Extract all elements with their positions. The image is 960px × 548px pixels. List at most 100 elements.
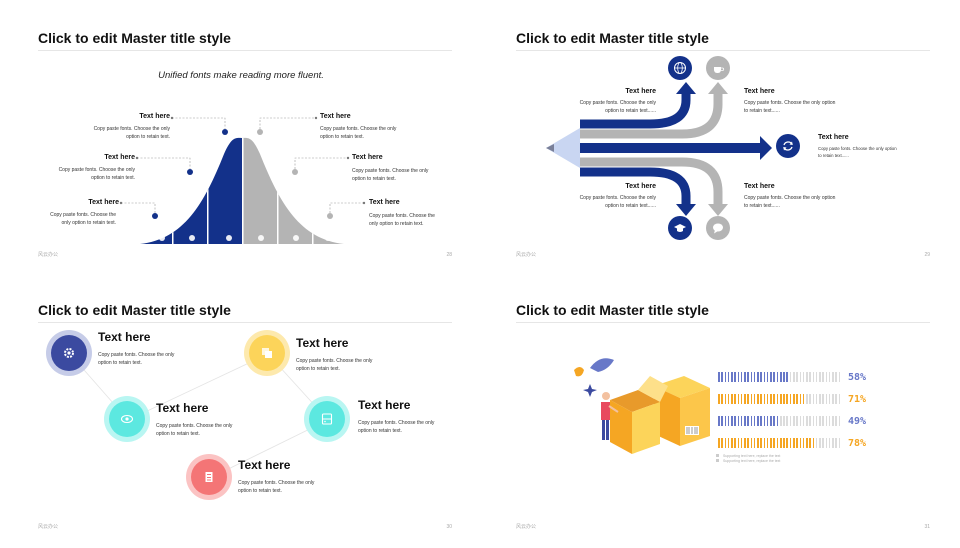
legend: Supporting text here, replace the text S…: [716, 454, 780, 464]
bar-stripe: [832, 416, 834, 426]
progress-bar: [718, 372, 842, 382]
node-1: [46, 330, 92, 376]
slide-title: Click to edit Master title style: [38, 30, 231, 46]
bar-stripe: [773, 394, 775, 404]
bar-stripe: [815, 372, 818, 382]
bar-stripe: [750, 438, 753, 448]
bar-stripe: [806, 416, 808, 426]
database-icon: [191, 459, 227, 495]
slide-subtitle: Unified fonts make reading more fluent.: [158, 70, 324, 81]
footer-brand: 风云办公: [38, 252, 59, 258]
bar-stripe: [763, 394, 766, 404]
page-number: 29: [924, 252, 930, 258]
bar-stripe: [779, 372, 782, 382]
bar-stripe: [838, 372, 841, 382]
bar-stripe: [724, 438, 727, 448]
bar-stripe: [815, 394, 818, 404]
bar-stripe: [812, 394, 815, 404]
bar-stripe: [760, 438, 762, 448]
bar-stripe: [727, 372, 730, 382]
bar-stripe: [802, 416, 805, 426]
bar-stripe: [799, 372, 802, 382]
bar-stripe: [789, 394, 792, 404]
bar-percent: 78%: [848, 437, 867, 449]
bar-row-3: 49%: [718, 410, 878, 432]
slide-circle-nodes[interactable]: Click to edit Master title style: [4, 276, 478, 544]
bar-stripe: [770, 416, 772, 426]
refresh-icon: [776, 134, 800, 158]
bar-stripe: [718, 438, 720, 448]
bar-stripe: [822, 372, 824, 382]
pencil-arrows-graphic: [546, 82, 772, 216]
bar-stripe: [802, 394, 805, 404]
bar-stripe: [812, 416, 815, 426]
bar-stripe: [734, 416, 736, 426]
slide-bell-curve[interactable]: Click to edit Master title style Unified…: [4, 4, 478, 272]
bar-stripe: [773, 372, 775, 382]
bar-stripe: [737, 438, 740, 448]
bar-stripe: [786, 372, 789, 382]
progress-bar: [718, 394, 842, 404]
bar-stripe: [828, 438, 831, 448]
bar-stripe: [731, 416, 733, 426]
bar-stripe: [734, 438, 736, 448]
bar-stripe: [766, 394, 769, 404]
block-top-left: Text here: [625, 88, 656, 95]
block-bottom-left: Text here: [625, 183, 656, 190]
title-divider: [516, 50, 930, 51]
bar-stripe: [835, 416, 837, 426]
bar-stripe: [828, 394, 831, 404]
bar-stripe: [740, 416, 743, 426]
bar-stripe: [770, 372, 772, 382]
bar-row-1: 58%: [718, 366, 878, 388]
bar-stripe: [718, 394, 720, 404]
bar-stripe: [819, 372, 821, 382]
footer-brand: 风云办公: [516, 252, 537, 258]
bar-stripe: [740, 372, 743, 382]
bar-stripe: [819, 394, 821, 404]
slide-title: Click to edit Master title style: [516, 30, 709, 46]
bar-stripe: [806, 438, 808, 448]
bar-stripe: [819, 438, 821, 448]
bar-stripe: [763, 372, 766, 382]
bar-stripe: [757, 438, 759, 448]
bar-stripe: [753, 372, 756, 382]
footer-brand: 风云办公: [516, 524, 537, 530]
bar-stripe: [825, 372, 828, 382]
bar-stripe: [802, 438, 805, 448]
bar-stripe: [760, 372, 762, 382]
bar-stripe: [783, 394, 785, 404]
bar-stripe: [740, 438, 743, 448]
bar-stripe: [799, 416, 802, 426]
bar-stripe: [744, 416, 746, 426]
bar-percent: 58%: [848, 371, 867, 383]
bar-stripe: [724, 394, 727, 404]
bar-stripe: [770, 438, 772, 448]
bar-stripe: [747, 438, 749, 448]
block-top-right: Text here: [744, 88, 775, 95]
block-middle-right: Text here: [818, 134, 849, 141]
bar-stripe: [763, 438, 766, 448]
bar-stripe: [757, 416, 759, 426]
bar-stripe: [802, 372, 805, 382]
bar-stripe: [789, 372, 792, 382]
bar-stripe: [766, 372, 769, 382]
title-divider: [38, 50, 452, 51]
bar-stripe: [822, 416, 824, 426]
bar-stripe: [737, 416, 740, 426]
bar-stripe: [727, 438, 730, 448]
right-label-2: Text here: [352, 154, 383, 161]
bar-stripe: [819, 416, 821, 426]
bar-stripe: [744, 438, 746, 448]
bar-percent: 71%: [848, 393, 867, 405]
bar-stripe: [812, 372, 815, 382]
bar-stripe: [796, 416, 798, 426]
bar-stripe: [757, 394, 759, 404]
slide-arrows[interactable]: Click to edit Master title style Tex: [482, 4, 956, 272]
bar-list: 58% 71% 49% 78%: [718, 366, 878, 454]
page-number: 31: [924, 524, 930, 530]
slide-progress-bars[interactable]: Click to edit Master title style 58% 71%: [482, 276, 956, 544]
bar-stripe: [731, 394, 733, 404]
